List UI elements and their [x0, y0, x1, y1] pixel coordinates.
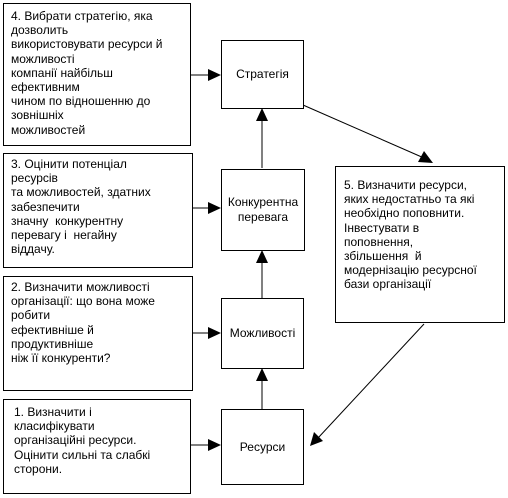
stage-box-strategy: Стратегія [221, 40, 304, 109]
stage-box-resources-label: Ресурси [239, 439, 286, 454]
arrowhead-resources-diagonal [310, 432, 323, 446]
task-box-5-text: 5. Визначити ресурси, яких недостатньо т… [344, 178, 477, 292]
arrowhead-capabilities [208, 327, 221, 339]
arrowhead-advantage [208, 202, 221, 214]
stage-box-resources: Ресурси [221, 409, 304, 485]
task-box-2-text: 2. Визначити можливості організації: що … [11, 280, 155, 366]
arrowhead-b5 [418, 151, 433, 163]
task-box-3-text: 3. Оцінити потенціал ресурсів та можливо… [11, 157, 151, 257]
arrowhead-up-strategy [256, 108, 268, 121]
task-box-4: 4. Вибрати стратегію, яка дозволить вико… [3, 3, 191, 146]
stage-box-capabilities: Можливості [221, 298, 304, 369]
task-box-1-text: 1. Визначити і класифікувати організацій… [14, 405, 151, 476]
arrow-strategy-to-b5 [302, 104, 425, 159]
task-box-2: 2. Визначити можливості організації: що … [3, 276, 193, 391]
task-box-4-text: 4. Вибрати стратегію, яка дозволить вико… [11, 9, 163, 137]
stage-box-strategy-label: Стратегія [236, 67, 289, 81]
arrowhead-up-advantage [256, 250, 268, 263]
arrowhead-resources [208, 439, 221, 451]
task-box-3: 3. Оцінити потенціал ресурсів та можливо… [3, 153, 193, 268]
stage-box-advantage-label: Конкурентна перевага [227, 195, 299, 224]
task-box-1: 1. Визначити і класифікувати організацій… [3, 399, 191, 494]
stage-box-capabilities-label: Можливості [229, 326, 296, 340]
arrow-b5-to-resources [317, 323, 425, 439]
arrowhead-strategy [208, 69, 221, 81]
stage-box-advantage: Конкурентна перевага [221, 169, 305, 251]
task-box-5: 5. Визначити ресурси, яких недостатньо т… [335, 166, 505, 323]
arrowhead-up-capabilities [256, 368, 268, 381]
